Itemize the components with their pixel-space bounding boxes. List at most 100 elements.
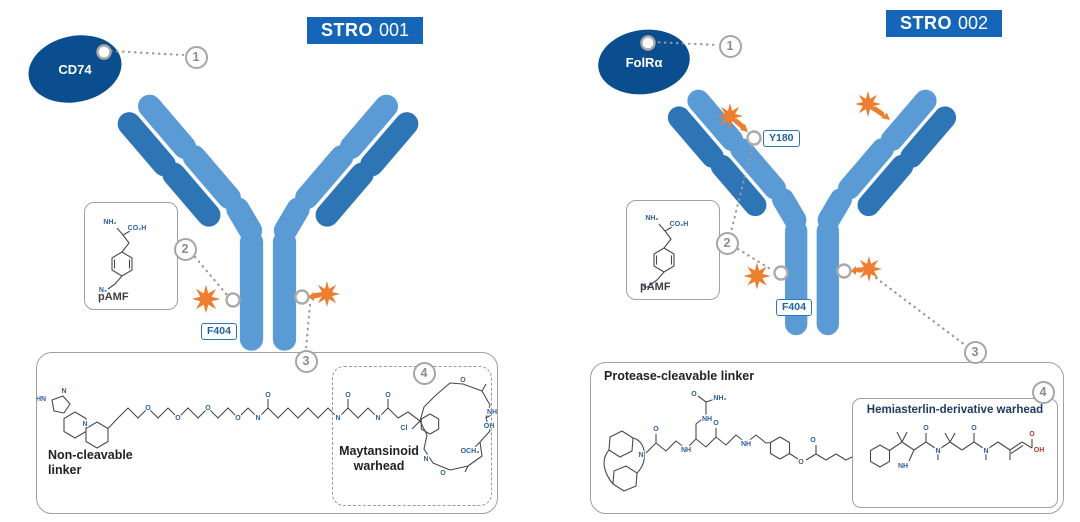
pamf-label: pAMF — [640, 281, 671, 293]
antigen-cd74-label: CD74 — [58, 62, 92, 77]
svg-text:N₃: N₃ — [99, 287, 107, 294]
attachment-circle — [96, 44, 112, 60]
svg-text:O: O — [175, 415, 181, 422]
chemical-structure-noncleavable-linker — [51, 395, 421, 449]
dotted-line-antigen-to-1 — [109, 49, 185, 57]
marker-1: 1 — [184, 45, 208, 69]
svg-text:N: N — [375, 415, 380, 422]
badge-number: 002 — [958, 13, 989, 33]
svg-text:CO₂H: CO₂H — [128, 225, 147, 232]
hemiasterlin-warhead-label: Hemiasterlin-derivative warhead — [866, 404, 1044, 416]
site-label-f404: F404 — [776, 299, 812, 316]
dotted-line-2-to-f404 — [736, 247, 774, 272]
svg-text:NH₂: NH₂ — [713, 395, 726, 402]
chemical-structure-cleavable-linker — [603, 395, 853, 492]
dotted-line-y180-to-2 — [729, 145, 754, 234]
noncleavable-linker-label: Non-cleavable linker — [48, 448, 133, 478]
svg-text:Cl: Cl — [401, 425, 408, 432]
svg-text:O: O — [265, 392, 271, 399]
svg-text:O: O — [798, 459, 804, 466]
svg-text:OCH₃: OCH₃ — [461, 448, 480, 455]
svg-text:NH₂: NH₂ — [103, 219, 116, 226]
marker-4: 4 — [1031, 380, 1055, 404]
attachment-circle — [640, 35, 656, 51]
svg-text:NH: NH — [741, 441, 751, 448]
svg-text:O: O — [923, 425, 929, 432]
marker-2: 2 — [715, 231, 739, 255]
svg-text:O: O — [1029, 431, 1035, 438]
svg-text:O: O — [145, 405, 151, 412]
attachment-circle — [773, 265, 789, 281]
svg-text:N: N — [423, 456, 428, 463]
conjugation-starburst-icon — [743, 262, 771, 290]
label-line: Maytansinoid — [339, 444, 419, 458]
label-line: Non-cleavable — [48, 448, 133, 462]
badge-brand: STRO — [321, 20, 374, 40]
svg-text:O: O — [385, 392, 391, 399]
svg-text:N: N — [638, 452, 643, 459]
pamf-label: pAMF — [98, 291, 129, 303]
svg-text:O: O — [653, 426, 659, 433]
site-label-y180: Y180 — [763, 130, 800, 147]
badge-brand: STRO — [900, 13, 953, 33]
starburst-arrowhead — [740, 124, 748, 132]
starburst-arrowhead — [881, 113, 890, 120]
pamf-atom-labels: NH₂ CO₂H N₃ — [640, 214, 690, 292]
svg-text:N₃: N₃ — [641, 283, 649, 290]
starburst-tail — [733, 118, 746, 130]
svg-text:N: N — [935, 448, 940, 455]
linker-warhead-box-stro002 — [590, 362, 1064, 514]
attachment-circle — [225, 292, 241, 308]
svg-text:HN: HN — [36, 396, 46, 403]
starburst-arrowhead — [308, 292, 314, 301]
hemiasterlin-warhead-box — [852, 398, 1058, 508]
svg-text:O: O — [691, 391, 697, 398]
svg-text:CO₂H: CO₂H — [670, 221, 689, 228]
dotted-line-site-to-3 — [874, 276, 967, 347]
svg-text:NH₂: NH₂ — [645, 215, 658, 222]
marker-2: 2 — [173, 237, 197, 261]
marker-3: 3 — [963, 340, 987, 364]
starburst-tail — [872, 106, 885, 117]
svg-text:O: O — [345, 392, 351, 399]
dotted-line-antigen-to-1 — [651, 40, 719, 47]
svg-text:O: O — [205, 405, 211, 412]
attachment-circle — [294, 289, 310, 305]
svg-text:OH: OH — [1034, 447, 1045, 454]
antigen-folra-label: FolRα — [626, 55, 663, 70]
attachment-circle — [746, 130, 762, 146]
svg-text:OH: OH — [484, 423, 495, 430]
attachment-circle — [836, 263, 852, 279]
site-label-f404: F404 — [201, 323, 237, 340]
svg-text:O: O — [440, 470, 446, 477]
svg-text:NH: NH — [681, 447, 691, 454]
maytansinoid-dashed-box — [332, 366, 492, 506]
title-badge-stro002: STRO 002 — [886, 10, 1003, 37]
pamf-atom-labels: NH₂ CO₂H N₃ — [98, 218, 148, 296]
dotted-line-2-to-site — [193, 255, 229, 297]
svg-text:NH: NH — [898, 463, 908, 470]
starburst-arrowhead — [851, 266, 856, 275]
chemical-structure-hemiasterlin — [869, 431, 1033, 468]
badge-number: 001 — [379, 20, 410, 40]
svg-text:NH: NH — [487, 409, 497, 416]
marker-1: 1 — [718, 34, 742, 58]
marker-3: 3 — [294, 349, 318, 373]
title-badge-stro001: STRO 001 — [307, 17, 424, 44]
maytansinoid-warhead-label: Maytansinoid warhead — [336, 444, 422, 474]
svg-text:N: N — [61, 388, 66, 395]
dotted-line-site-to-3 — [304, 303, 312, 351]
linker-warhead-box-stro001 — [36, 352, 498, 514]
antigen-folra-ellipse — [598, 29, 690, 95]
svg-text:O: O — [235, 415, 241, 422]
svg-text:N: N — [255, 415, 260, 422]
label-line: linker — [48, 463, 82, 477]
svg-text:NH: NH — [702, 416, 712, 423]
svg-text:O: O — [713, 420, 719, 427]
